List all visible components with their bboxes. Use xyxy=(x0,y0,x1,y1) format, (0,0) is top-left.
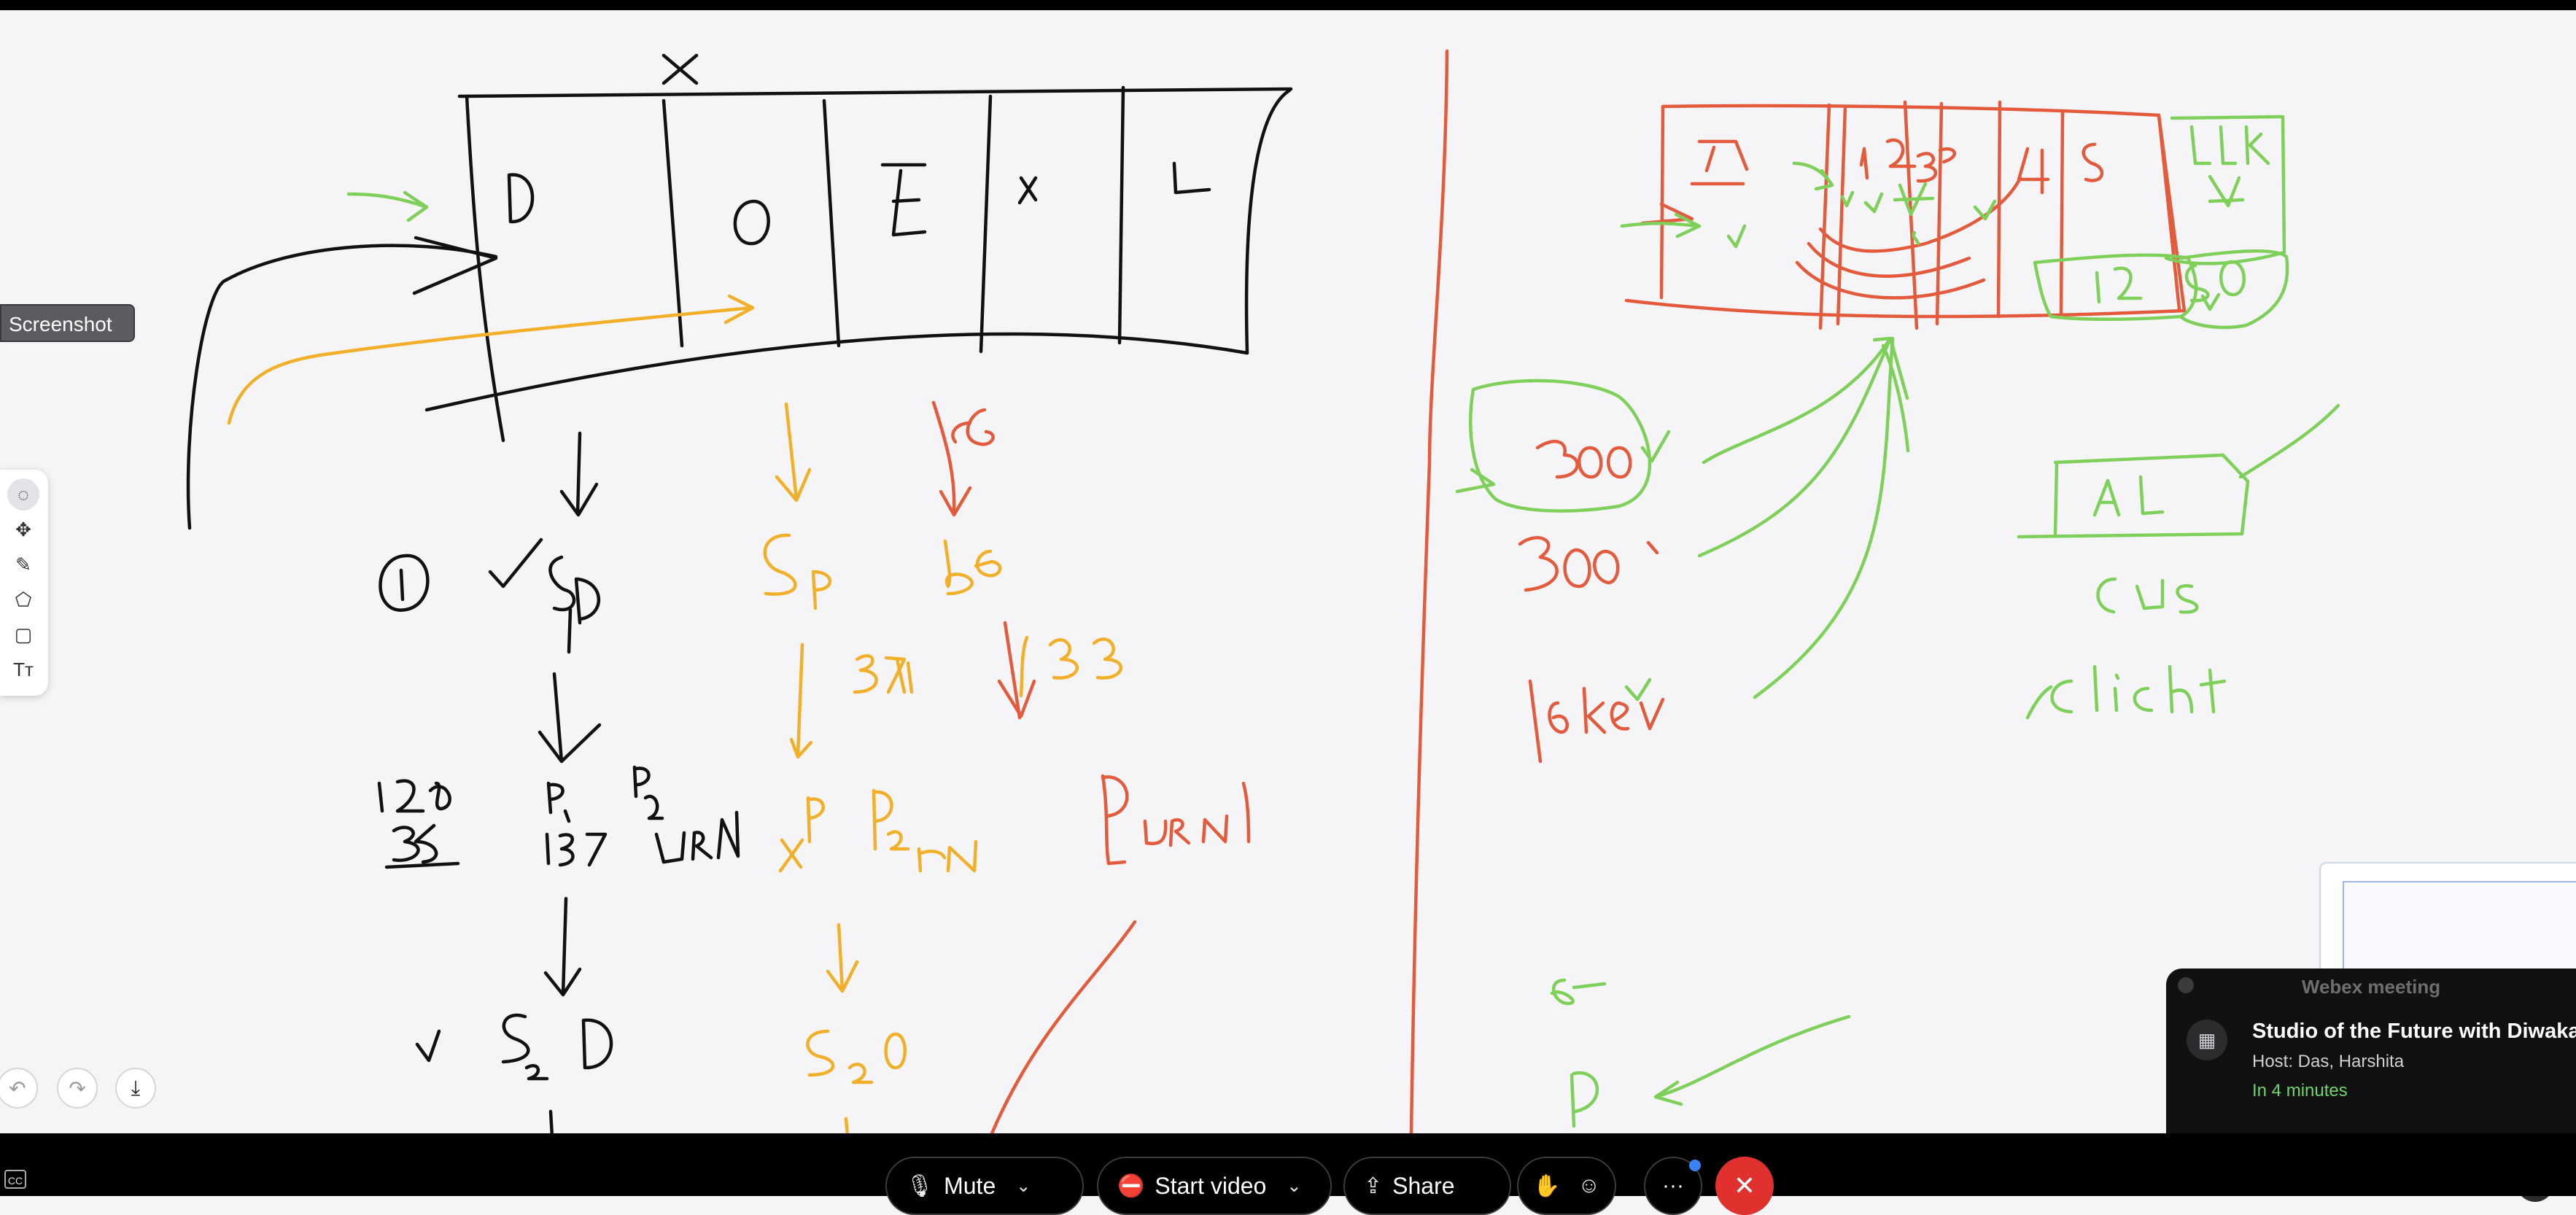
redo-button[interactable]: ↷ xyxy=(57,1068,98,1109)
closed-captions-icon[interactable]: CC xyxy=(4,1170,26,1189)
lasso-icon[interactable]: ◌ xyxy=(7,478,39,511)
shapes-icon[interactable]: ⬠ xyxy=(15,588,32,610)
microphone-icon: 🎙 xyxy=(906,1173,934,1198)
top-black-bar xyxy=(0,0,2576,10)
share-button[interactable]: ⇪ Share xyxy=(1343,1157,1511,1215)
video-off-icon: ⛔ xyxy=(1117,1173,1145,1198)
popup-header: Webex meeting xyxy=(2301,976,2441,998)
meeting-controls-bar: CC 🎙 Mute ⌄ ⛔ Start video ⌄ ⇪ Share ✋ ☺ … xyxy=(0,1133,2576,1215)
whiteboard-canvas[interactable]: Screenshot ◌ ✥ ✎ ⬠ ▢ Tт ↶ ↷ ⤓ xyxy=(0,10,2576,1133)
green-ink-strokes xyxy=(346,114,2340,1128)
popup-close-dot[interactable] xyxy=(2178,977,2194,993)
mute-button[interactable]: 🎙 Mute ⌄ xyxy=(885,1157,1084,1215)
whiteboard-drawing xyxy=(186,49,2340,1133)
black-ink-strokes xyxy=(186,53,1293,1133)
start-video-button[interactable]: ⛔ Start video ⌄ xyxy=(1097,1157,1332,1215)
minimap-viewport xyxy=(2343,881,2576,980)
meeting-time: In 4 minutes xyxy=(2252,1081,2348,1101)
meeting-host: Host: Das, Harshita xyxy=(2252,1052,2405,1071)
share-screen-icon: ⇪ xyxy=(1364,1173,1383,1198)
board-minimap[interactable] xyxy=(2319,862,2576,982)
raise-hand-reactions-group[interactable]: ✋ ☺ xyxy=(1517,1157,1616,1215)
orange-ink-strokes xyxy=(227,294,1122,1133)
start-video-label: Start video xyxy=(1155,1172,1267,1199)
chevron-down-icon[interactable]: ⌄ xyxy=(1287,1176,1302,1196)
text-icon[interactable]: Tт xyxy=(13,658,34,680)
download-button[interactable]: ⤓ xyxy=(115,1068,156,1109)
meeting-title[interactable]: Studio of the Future with Diwakar C xyxy=(2252,1020,2576,1043)
drawing-toolbar: ◌ ✥ ✎ ⬠ ▢ Tт xyxy=(0,470,48,696)
share-label: Share xyxy=(1392,1172,1455,1199)
move-icon[interactable]: ✥ xyxy=(15,518,31,540)
screenshot-tag[interactable]: Screenshot xyxy=(0,304,135,342)
red-ink-strokes xyxy=(931,49,2187,1133)
chevron-down-icon[interactable]: ⌄ xyxy=(1016,1176,1031,1196)
undo-button[interactable]: ↶ xyxy=(0,1068,38,1109)
end-call-button[interactable]: ✕ xyxy=(1715,1157,1774,1215)
raise-hand-icon[interactable]: ✋ xyxy=(1533,1173,1561,1198)
pen-icon[interactable]: ✎ xyxy=(15,553,31,575)
reaction-icon[interactable]: ☺ xyxy=(1578,1173,1600,1197)
mute-label: Mute xyxy=(944,1172,996,1199)
notification-dot xyxy=(1689,1160,1701,1171)
calendar-icon: ▦ xyxy=(2187,1020,2227,1060)
sticky-note-icon[interactable]: ▢ xyxy=(14,623,33,645)
